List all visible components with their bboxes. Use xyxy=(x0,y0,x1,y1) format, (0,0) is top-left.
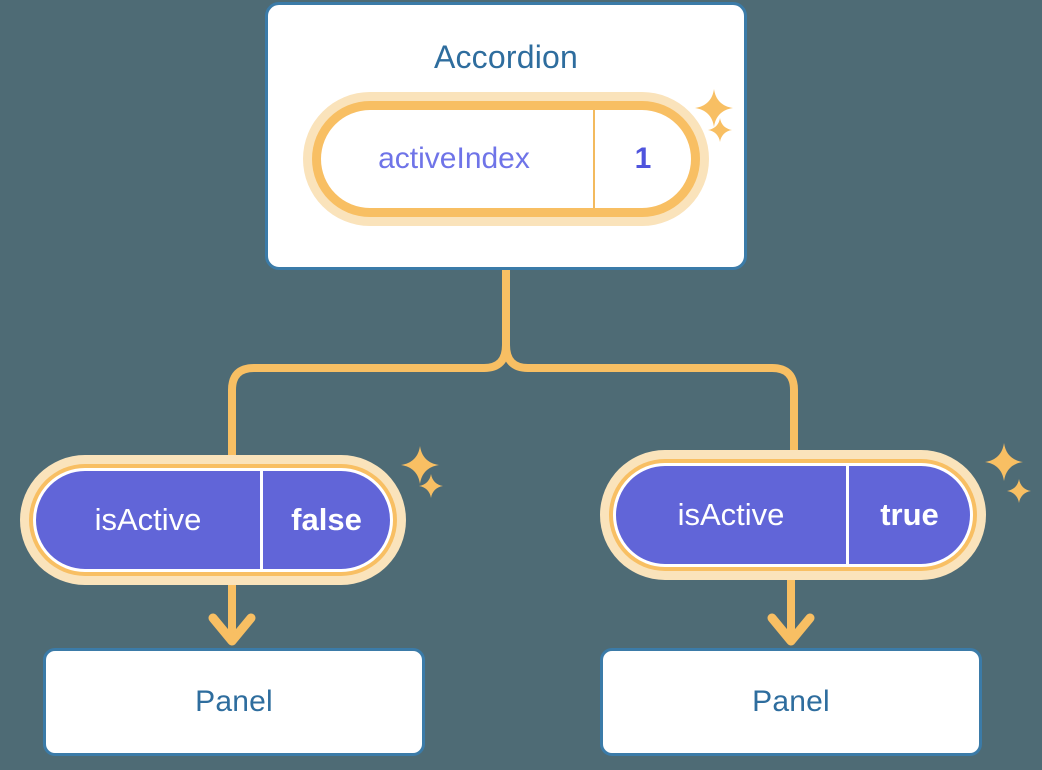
state-pill-is-active-false[interactable]: isActive false xyxy=(20,455,406,585)
pill-ring: activeIndex 1 xyxy=(312,101,700,217)
state-key-label: isActive xyxy=(94,502,202,537)
panel-title: Panel xyxy=(752,685,830,718)
sparkle-four-point-small-icon xyxy=(418,473,444,499)
pill-body: activeIndex 1 xyxy=(321,110,691,208)
arrow-down-icon-left xyxy=(208,585,256,646)
panel-card-right[interactable]: Panel xyxy=(600,648,982,756)
page-title: Accordion xyxy=(433,39,579,75)
state-value-label: false xyxy=(260,471,390,569)
state-key-label: activeIndex xyxy=(321,110,595,208)
state-value-label: 1 xyxy=(634,142,652,175)
state-key-label: isActive xyxy=(677,497,785,532)
connector-to-right-state xyxy=(502,266,798,454)
sparkle-four-point-small-icon xyxy=(707,117,733,143)
arrow-down-icon-right xyxy=(767,580,815,646)
sparkle-four-point-large-icon xyxy=(400,445,440,485)
pill-body: isActive true xyxy=(613,463,973,567)
sparkle-four-point-large-icon xyxy=(694,88,734,128)
panel-card-left[interactable]: Panel xyxy=(43,648,425,756)
sparkle-four-point-large-icon xyxy=(984,442,1024,482)
connector-to-left-state xyxy=(228,266,510,459)
pill-body: isActive false xyxy=(33,468,393,572)
sparkle-four-point-small-icon xyxy=(1006,478,1032,504)
state-value-label: true xyxy=(846,466,970,564)
state-pill-is-active-true[interactable]: isActive true xyxy=(600,450,986,580)
pill-ring: isActive false xyxy=(29,464,397,576)
panel-title: Panel xyxy=(195,685,273,718)
state-pill-active-index[interactable]: activeIndex 1 xyxy=(303,92,709,226)
pill-ring: isActive true xyxy=(609,459,977,571)
